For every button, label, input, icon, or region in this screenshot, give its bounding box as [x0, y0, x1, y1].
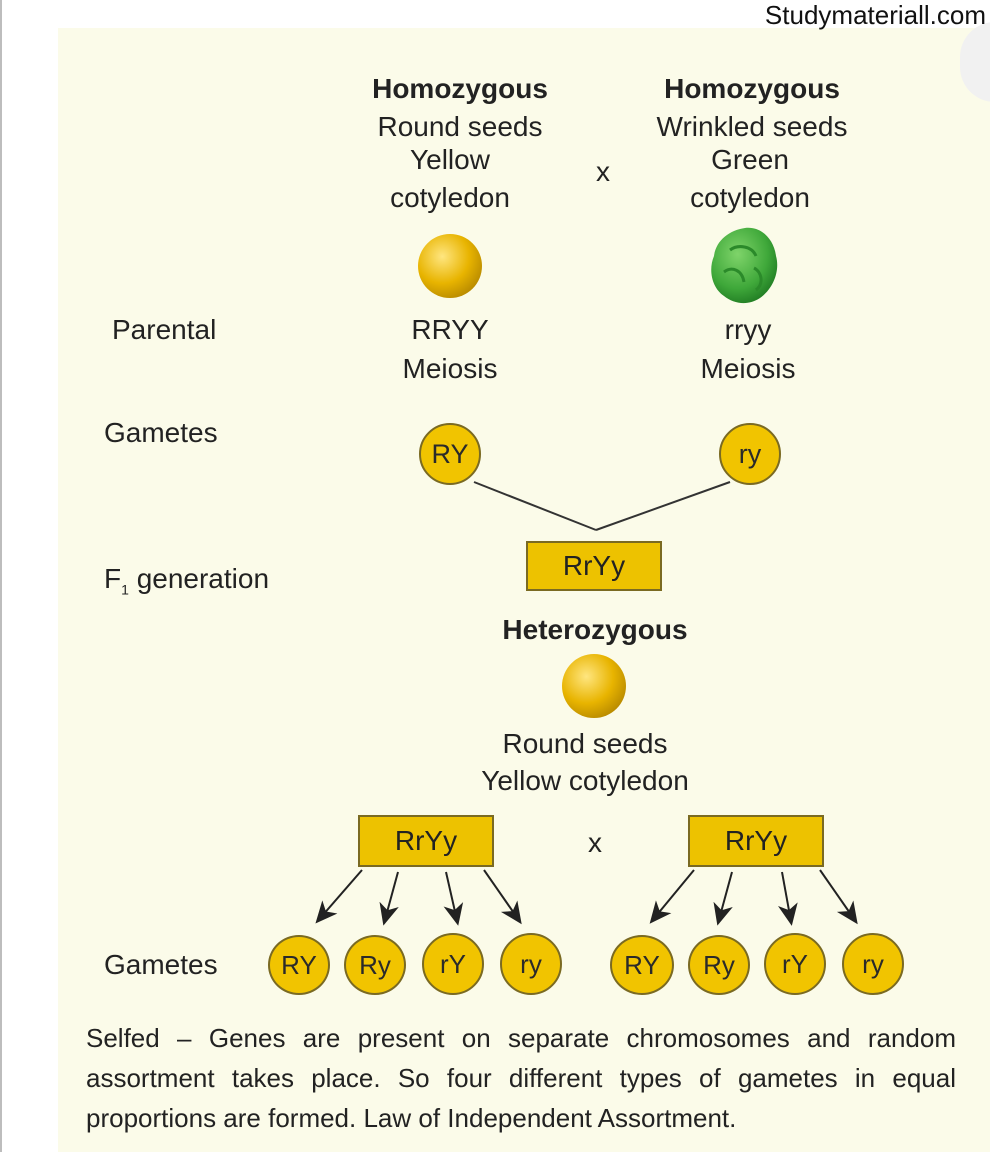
row-label-gametes-f1: Gametes: [104, 949, 218, 980]
f1-generation-word: generation: [136, 563, 270, 594]
f1-left-gamete-RY: RY: [268, 935, 330, 995]
row-label-gametes-parental: Gametes: [104, 417, 218, 448]
selfed-cross-symbol: x: [588, 827, 602, 858]
f1-right-gamete-RY: RY: [610, 935, 674, 995]
f1-left-gamete-Ry: Ry: [344, 935, 406, 995]
wrinkled-green-seed-icon: [711, 227, 778, 304]
f1-right-gamete-ry: ry: [842, 933, 904, 995]
f1-zygosity: Heterozygous: [502, 614, 688, 645]
row-label-parental: Parental: [112, 314, 217, 345]
left-parent-trait-3: cotyledon: [390, 182, 510, 213]
f1-left-gamete-ry: ry: [500, 933, 562, 995]
f1-left-gamete-rY: rY: [422, 933, 484, 995]
left-parent-genotype: RRYY: [411, 314, 489, 345]
left-parent-trait-1: Round seeds: [377, 111, 543, 142]
right-parent-zygosity: Homozygous: [664, 73, 840, 104]
selfed-right-genotype-box: RrYy: [688, 815, 824, 867]
f1-letter: F: [104, 563, 122, 594]
f1-right-gamete-rY: rY: [764, 933, 826, 995]
f1-trait-2: Yellow cotyledon: [481, 765, 689, 796]
heterozygous-yellow-seed-icon: [562, 654, 626, 718]
parent-cross-symbol: x: [596, 156, 610, 187]
left-parent-meiosis: Meiosis: [402, 353, 498, 384]
selfed-left-genotype-box: RrYy: [358, 815, 494, 867]
right-parent-meiosis: Meiosis: [700, 353, 796, 384]
f1-right-gamete-Ry: Ry: [688, 935, 750, 995]
right-parent-trait-1: Wrinkled seeds: [656, 111, 848, 142]
f1-genotype-box: RrYy: [526, 541, 662, 591]
round-yellow-seed-icon: [418, 234, 482, 298]
f1-trait-1: Round seeds: [502, 728, 668, 759]
row-label-f1: F1 generation: [104, 562, 269, 607]
left-parent-zygosity: Homozygous: [372, 73, 548, 104]
caption-text: Selfed – Genes are present on separate c…: [86, 1023, 956, 1133]
parent-gamete-ry: ry: [719, 423, 781, 485]
f1-subscript: 1: [121, 581, 129, 598]
right-parent-genotype: rryy: [724, 314, 772, 345]
right-parent-trait-3: cotyledon: [690, 182, 810, 213]
right-parent-trait-2: Green: [711, 144, 789, 175]
left-parent-trait-2: Yellow: [410, 144, 490, 175]
parent-gamete-RY: RY: [419, 423, 481, 485]
watermark: Studymateriall.com: [764, 0, 986, 30]
left-border: [0, 0, 2, 1152]
